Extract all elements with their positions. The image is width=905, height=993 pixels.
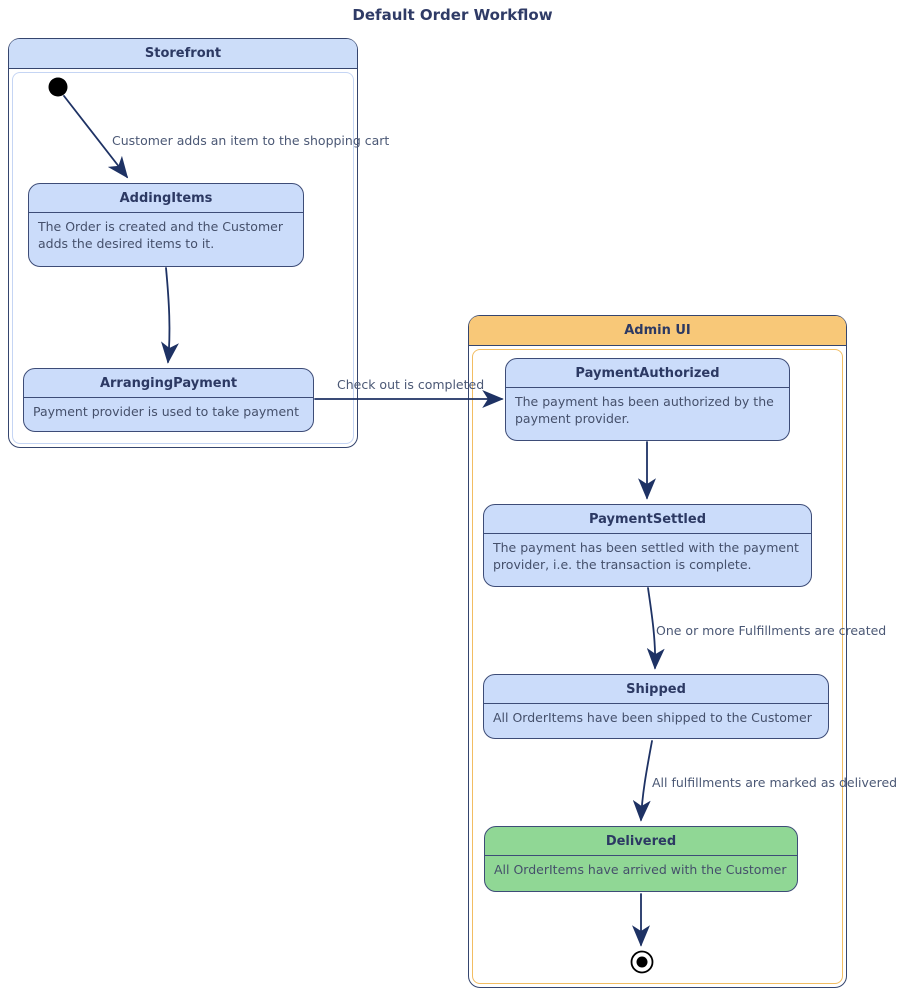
state-arranging-payment-description: Payment provider is used to take payment (33, 404, 299, 419)
transition-label-customer-adds-item: Customer adds an item to the shopping ca… (112, 133, 390, 148)
state-adding-items: AddingItems The Order is created and the… (28, 183, 304, 267)
transition-label-checkout-completed: Check out is completed (337, 377, 485, 392)
state-shipped: Shipped All OrderItems have been shipped… (483, 674, 829, 739)
composite-state-admin-ui-title: Admin UI (469, 316, 846, 346)
transition-label-fulfillments-created: One or more Fulfillments are created (656, 623, 887, 638)
composite-state-storefront-title: Storefront (9, 39, 357, 69)
transition-label-marked-delivered: All fulfillments are marked as delivered (652, 775, 898, 790)
state-payment-settled-name: PaymentSettled (484, 505, 811, 534)
diagram-title: Default Order Workflow (352, 6, 553, 24)
state-payment-authorized: PaymentAuthorized The payment has been a… (505, 358, 790, 441)
state-payment-settled: PaymentSettled The payment has been sett… (483, 504, 812, 587)
state-shipped-name: Shipped (484, 675, 828, 704)
state-payment-authorized-description: The payment has been authorized by the p… (515, 394, 774, 426)
state-delivered: Delivered All OrderItems have arrived wi… (484, 826, 798, 892)
state-shipped-description: All OrderItems have been shipped to the … (493, 710, 812, 725)
state-delivered-name: Delivered (485, 827, 797, 856)
state-payment-settled-description: The payment has been settled with the pa… (493, 540, 799, 572)
state-adding-items-name: AddingItems (29, 184, 303, 213)
state-adding-items-description: The Order is created and the Customer ad… (38, 219, 283, 251)
state-delivered-description: All OrderItems have arrived with the Cus… (494, 862, 787, 877)
state-payment-authorized-name: PaymentAuthorized (506, 359, 789, 388)
state-arranging-payment: ArrangingPayment Payment provider is use… (23, 368, 314, 432)
state-arranging-payment-name: ArrangingPayment (24, 369, 313, 398)
